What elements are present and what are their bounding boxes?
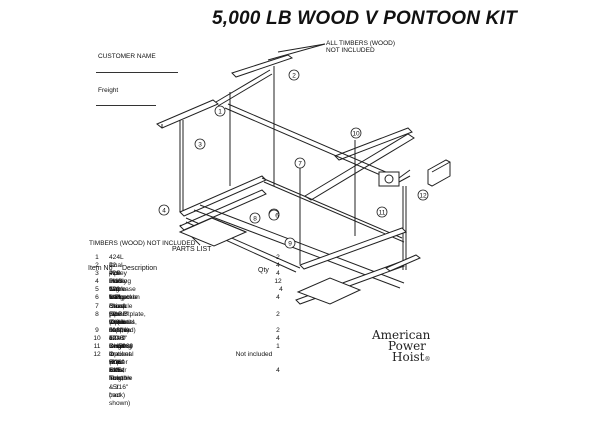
- marker-2: 2: [292, 73, 296, 80]
- parts-row-item-no: 6: [95, 294, 99, 302]
- parts-row-description: 5/16 Cable end clamp: [109, 278, 127, 310]
- marker-11-circle: [376, 206, 388, 218]
- timbers-bottom-label: TIMBERS (WOOD) NOT INCLUDED: [89, 240, 196, 247]
- marker-1: 1: [218, 109, 222, 116]
- parts-row-item-no: 10: [93, 334, 101, 342]
- parts-row-description: 424B Bearing bracket w/4 bolts, nuts, lw: [109, 334, 132, 383]
- parts-row-qty: 4: [276, 367, 280, 375]
- parts-row-qty: 12: [274, 278, 282, 286]
- all-timbers-label-2: NOT INCLUDED: [326, 47, 375, 54]
- parts-row-item-no: 5: [95, 286, 99, 294]
- parts-header-qty: Qty: [258, 267, 269, 274]
- parts-row-qty: 4: [276, 294, 280, 302]
- marker-11: 11: [379, 210, 386, 217]
- marker-4: 4: [162, 208, 166, 215]
- parts-row-qty: Not included: [235, 351, 273, 359]
- parts-row-description: 59 BE Cradle beam 5" x 9' length: [109, 310, 129, 351]
- logo-registered-mark: ®: [424, 356, 431, 363]
- parts-row-qty: 2: [276, 326, 280, 334]
- logo-line-3: Hoist: [392, 350, 425, 364]
- parts-row-item-no: 12: [93, 351, 101, 359]
- parts-row-description: 516 GC Cable - 5/16" x 45 ' length: [109, 326, 127, 383]
- parts-row-description: CH5000 lb Power Hoist: [109, 343, 134, 375]
- page-title: 5,000 LB WOOD V PONTOON KIT: [212, 8, 517, 29]
- marker-9-circle: [284, 237, 296, 249]
- parts-row-description: V Pontoon chock w/backplate, w/8 bolts, …: [109, 294, 146, 334]
- marker-8-circle: [249, 212, 261, 224]
- parts-row-description: 516 Thimble - 5/16" (not shown): [109, 367, 133, 407]
- parts-row-qty: 1: [276, 343, 280, 351]
- parts-row-item-no: 4: [95, 278, 99, 286]
- marker-6: 6: [275, 213, 279, 220]
- all-timbers-label: ALL TIMBERS (WOOD): [326, 40, 395, 47]
- parts-list-title: PARTS LIST: [172, 246, 212, 253]
- parts-row-description: 42 Pulley block flat hanger: [109, 262, 130, 302]
- american-power-hoist-logo: American Power Hoist®: [372, 328, 431, 365]
- marker-10: 10: [352, 131, 360, 138]
- parts-row-description: (2 pc - 1 front & 1 back): [109, 359, 126, 399]
- marker-2-circle: [288, 69, 300, 81]
- customer-name-line: [96, 72, 178, 73]
- parts-header-item: Item No: [88, 265, 113, 272]
- parts-row-qty: 4: [279, 286, 283, 294]
- marker-3: 3: [198, 142, 202, 149]
- parts-row-description: 429 Pulley block w/shackle: [109, 270, 138, 302]
- marker-6-circle: [268, 209, 280, 221]
- customer-name-label: CUSTOMER NAME: [98, 53, 156, 60]
- marker-8: 8: [253, 216, 257, 223]
- marker-7-circle: [294, 157, 306, 169]
- parts-row-item-no: 11: [93, 343, 101, 351]
- marker-9: 9: [288, 241, 292, 248]
- parts-row-qty: 2: [276, 254, 280, 261]
- marker-7: 7: [298, 161, 302, 168]
- marker-4-circle: [158, 204, 170, 216]
- marker-1-circle: [214, 105, 226, 117]
- parts-row-item-no: 3: [95, 270, 99, 278]
- parts-row-qty: 4: [276, 334, 280, 342]
- parts-row-description: 120 - 1/2" Shackle (for lower cradle): [109, 286, 133, 334]
- parts-row-item-no: 9: [95, 326, 99, 334]
- parts-row-qty: 2: [276, 310, 280, 318]
- parts-row-description: 424L Dual pipe bearing w/grease fitting: [109, 254, 136, 302]
- parts-row-qty: 4: [276, 262, 280, 270]
- marker-10-circle: [350, 127, 362, 139]
- freight-label: Freight: [98, 87, 119, 94]
- parts-row-description: Optional Hoist Cover: [109, 351, 134, 375]
- marker-12-circle: [417, 189, 429, 201]
- parts-row-description: Drive pipe 2" ID (not supplied): [109, 302, 136, 334]
- parts-header-description: Description: [122, 265, 158, 272]
- logo-line-1: American: [372, 328, 431, 342]
- parts-row-item-no: 8: [95, 310, 99, 318]
- logo-line-2: Power: [388, 339, 426, 353]
- parts-row-item-no: 2: [95, 262, 99, 270]
- freight-line: [96, 105, 156, 106]
- parts-row-description: (optional 9'-6" or 10'-0" lengths): [109, 318, 135, 351]
- marker-3-circle: [194, 138, 206, 150]
- parts-row-item-no: 1: [95, 254, 99, 261]
- parts-row-item-no: 7: [95, 302, 99, 310]
- parts-row-qty: 4: [276, 270, 280, 278]
- marker-12: 12: [419, 193, 427, 200]
